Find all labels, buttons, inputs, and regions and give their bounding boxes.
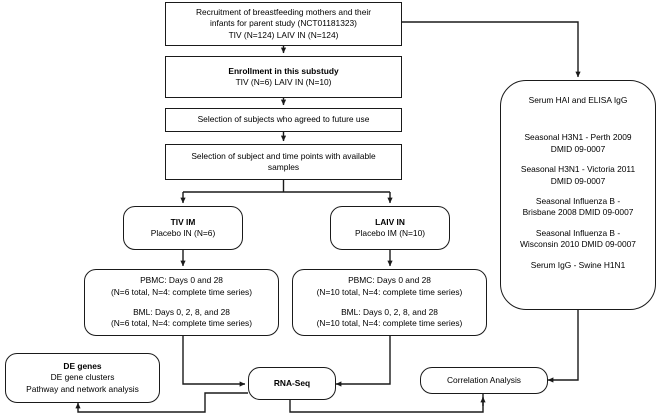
time-points-line-1: Selection of subject and time points wit… <box>191 150 376 161</box>
node-time-points: Selection of subject and time points wit… <box>165 144 402 180</box>
serum-influenza-b-wisconsin: Seasonal Influenza B - <box>535 227 621 238</box>
serum-h3n1-perth: Seasonal H3N1 - Perth 2009 <box>524 132 632 143</box>
node-serum-assays: Serum HAI and ELISA IgG Seasonal H3N1 - … <box>500 80 656 310</box>
samples-laiv-line-2: (N=10 total, N=4: complete time series) <box>316 286 463 297</box>
samples-tiv-line-4: (N=6 total, N=4: complete time series) <box>110 318 253 329</box>
serum-influenza-b-brisbane: Seasonal Influenza B - <box>535 196 621 207</box>
samples-tiv-line-1: PBMC: Days 0 and 28 <box>140 275 223 286</box>
samples-tiv-line-3: BML: Days 0, 2, 8, and 28 <box>133 307 230 317</box>
recruitment-line-3: TIV (N=124) LAIV IN (N=124) <box>228 29 339 40</box>
future-use-line-1: Selection of subjects who agreed to futu… <box>197 114 370 125</box>
de-genes-line-1: DE genes <box>63 360 102 371</box>
node-recruitment: Recruitment of breastfeeding mothers and… <box>165 2 402 46</box>
samples-laiv-line-4: (N=10 total, N=4: complete time series) <box>316 318 463 329</box>
node-future-use: Selection of subjects who agreed to futu… <box>165 108 402 132</box>
node-laiv-arm: LAIV IN Placebo IM (N=10) <box>330 206 450 250</box>
samples-laiv-line-3: BML: Days 0, 2, 8, and 28 <box>341 307 438 317</box>
laiv-arm-line-1: LAIV IN <box>375 216 405 227</box>
serum-title: Serum HAI and ELISA IgG <box>528 95 628 105</box>
serum-influenza-b-brisbane-dmid: Brisbane 2008 DMID 09-0007 <box>522 207 634 218</box>
recruitment-line-1: Recruitment of breastfeeding mothers and… <box>195 6 372 17</box>
tiv-arm-line-2: Placebo IN (N=6) <box>150 228 216 238</box>
correlation-analysis-label: Correlation Analysis <box>446 374 521 385</box>
laiv-arm-line-2: Placebo IM (N=10) <box>354 228 426 238</box>
tiv-arm-line-1: TIV IM <box>170 216 196 227</box>
serum-influenza-b-wisconsin-dmid: Wisconsin 2010 DMID 09-0007 <box>520 239 636 250</box>
node-rna-seq: RNA-Seq <box>248 367 336 400</box>
node-correlation-analysis: Correlation Analysis <box>420 367 548 394</box>
time-points-line-2: samples <box>267 162 300 172</box>
serum-igg-swine: Serum IgG - Swine H1N1 <box>530 259 626 270</box>
enrollment-line-1: Enrollment in this substudy <box>228 65 339 76</box>
serum-h3n1-perth-dmid: DMID 09-0007 <box>550 143 606 154</box>
node-de-genes: DE genes DE gene clusters Pathway and ne… <box>5 353 160 403</box>
node-enrollment: Enrollment in this substudy TIV (N=6) LA… <box>165 56 402 98</box>
samples-laiv-line-1: PBMC: Days 0 and 28 <box>348 275 431 286</box>
node-tiv-arm: TIV IM Placebo IN (N=6) <box>123 206 243 250</box>
node-samples-laiv: PBMC: Days 0 and 28 (N=10 total, N=4: co… <box>292 269 487 336</box>
serum-h3n1-victoria: Seasonal H3N1 - Victoria 2011 <box>520 164 636 175</box>
de-genes-line-3: Pathway and network analysis <box>26 383 139 394</box>
de-genes-line-2: DE gene clusters <box>50 372 115 383</box>
rna-seq-label: RNA-Seq <box>273 377 311 388</box>
enrollment-line-2: TIV (N=6) LAIV IN (N=10) <box>235 77 332 87</box>
serum-h3n1-victoria-dmid: DMID 09-0007 <box>550 175 606 186</box>
recruitment-line-2: infants for parent study (NCT01181323) <box>210 18 357 29</box>
node-samples-tiv: PBMC: Days 0 and 28 (N=6 total, N=4: com… <box>84 269 279 336</box>
samples-tiv-line-2: (N=6 total, N=4: complete time series) <box>110 286 253 297</box>
